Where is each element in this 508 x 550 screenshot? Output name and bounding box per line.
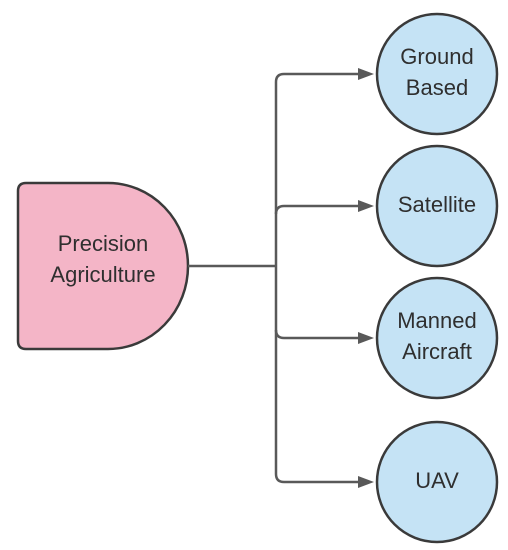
- source-node-shape: [16, 181, 190, 351]
- source-node-label-line-1: Precision: [58, 231, 148, 256]
- target-node-ground-based-label-line-1: Ground: [400, 44, 473, 69]
- target-node-satellite-circle: [375, 144, 499, 268]
- target-node-manned-aircraft-label-line-1: Manned: [397, 308, 477, 333]
- source-node-label-line-2: Agriculture: [50, 262, 155, 287]
- target-node-satellite: Satellite: [375, 144, 499, 268]
- target-node-ground-based-label-line-2: Based: [406, 75, 468, 100]
- target-node-manned-aircraft-circle: [375, 276, 499, 400]
- arrow-head-satellite: [358, 200, 374, 212]
- target-node-satellite-label: Satellite: [398, 192, 476, 217]
- target-node-manned-aircraft: Manned Aircraft: [375, 276, 499, 400]
- arrow-head-ground-based: [358, 68, 374, 80]
- target-node-uav: UAV: [375, 420, 499, 544]
- connector-satellite: [274, 204, 360, 215]
- target-node-manned-aircraft-label-line-2: Aircraft: [402, 339, 472, 364]
- target-node-ground-based: Ground Based: [375, 12, 499, 136]
- source-node: Precision Agriculture: [16, 181, 190, 351]
- arrow-head-uav: [358, 476, 374, 488]
- connector-spine: [274, 72, 285, 484]
- target-node-uav-circle: [375, 420, 499, 544]
- arrow-head-manned-aircraft: [358, 332, 374, 344]
- connectors: [188, 68, 374, 488]
- target-node-ground-based-circle: [375, 12, 499, 136]
- connector-manned-aircraft: [274, 329, 360, 340]
- target-node-uav-label: UAV: [415, 468, 459, 493]
